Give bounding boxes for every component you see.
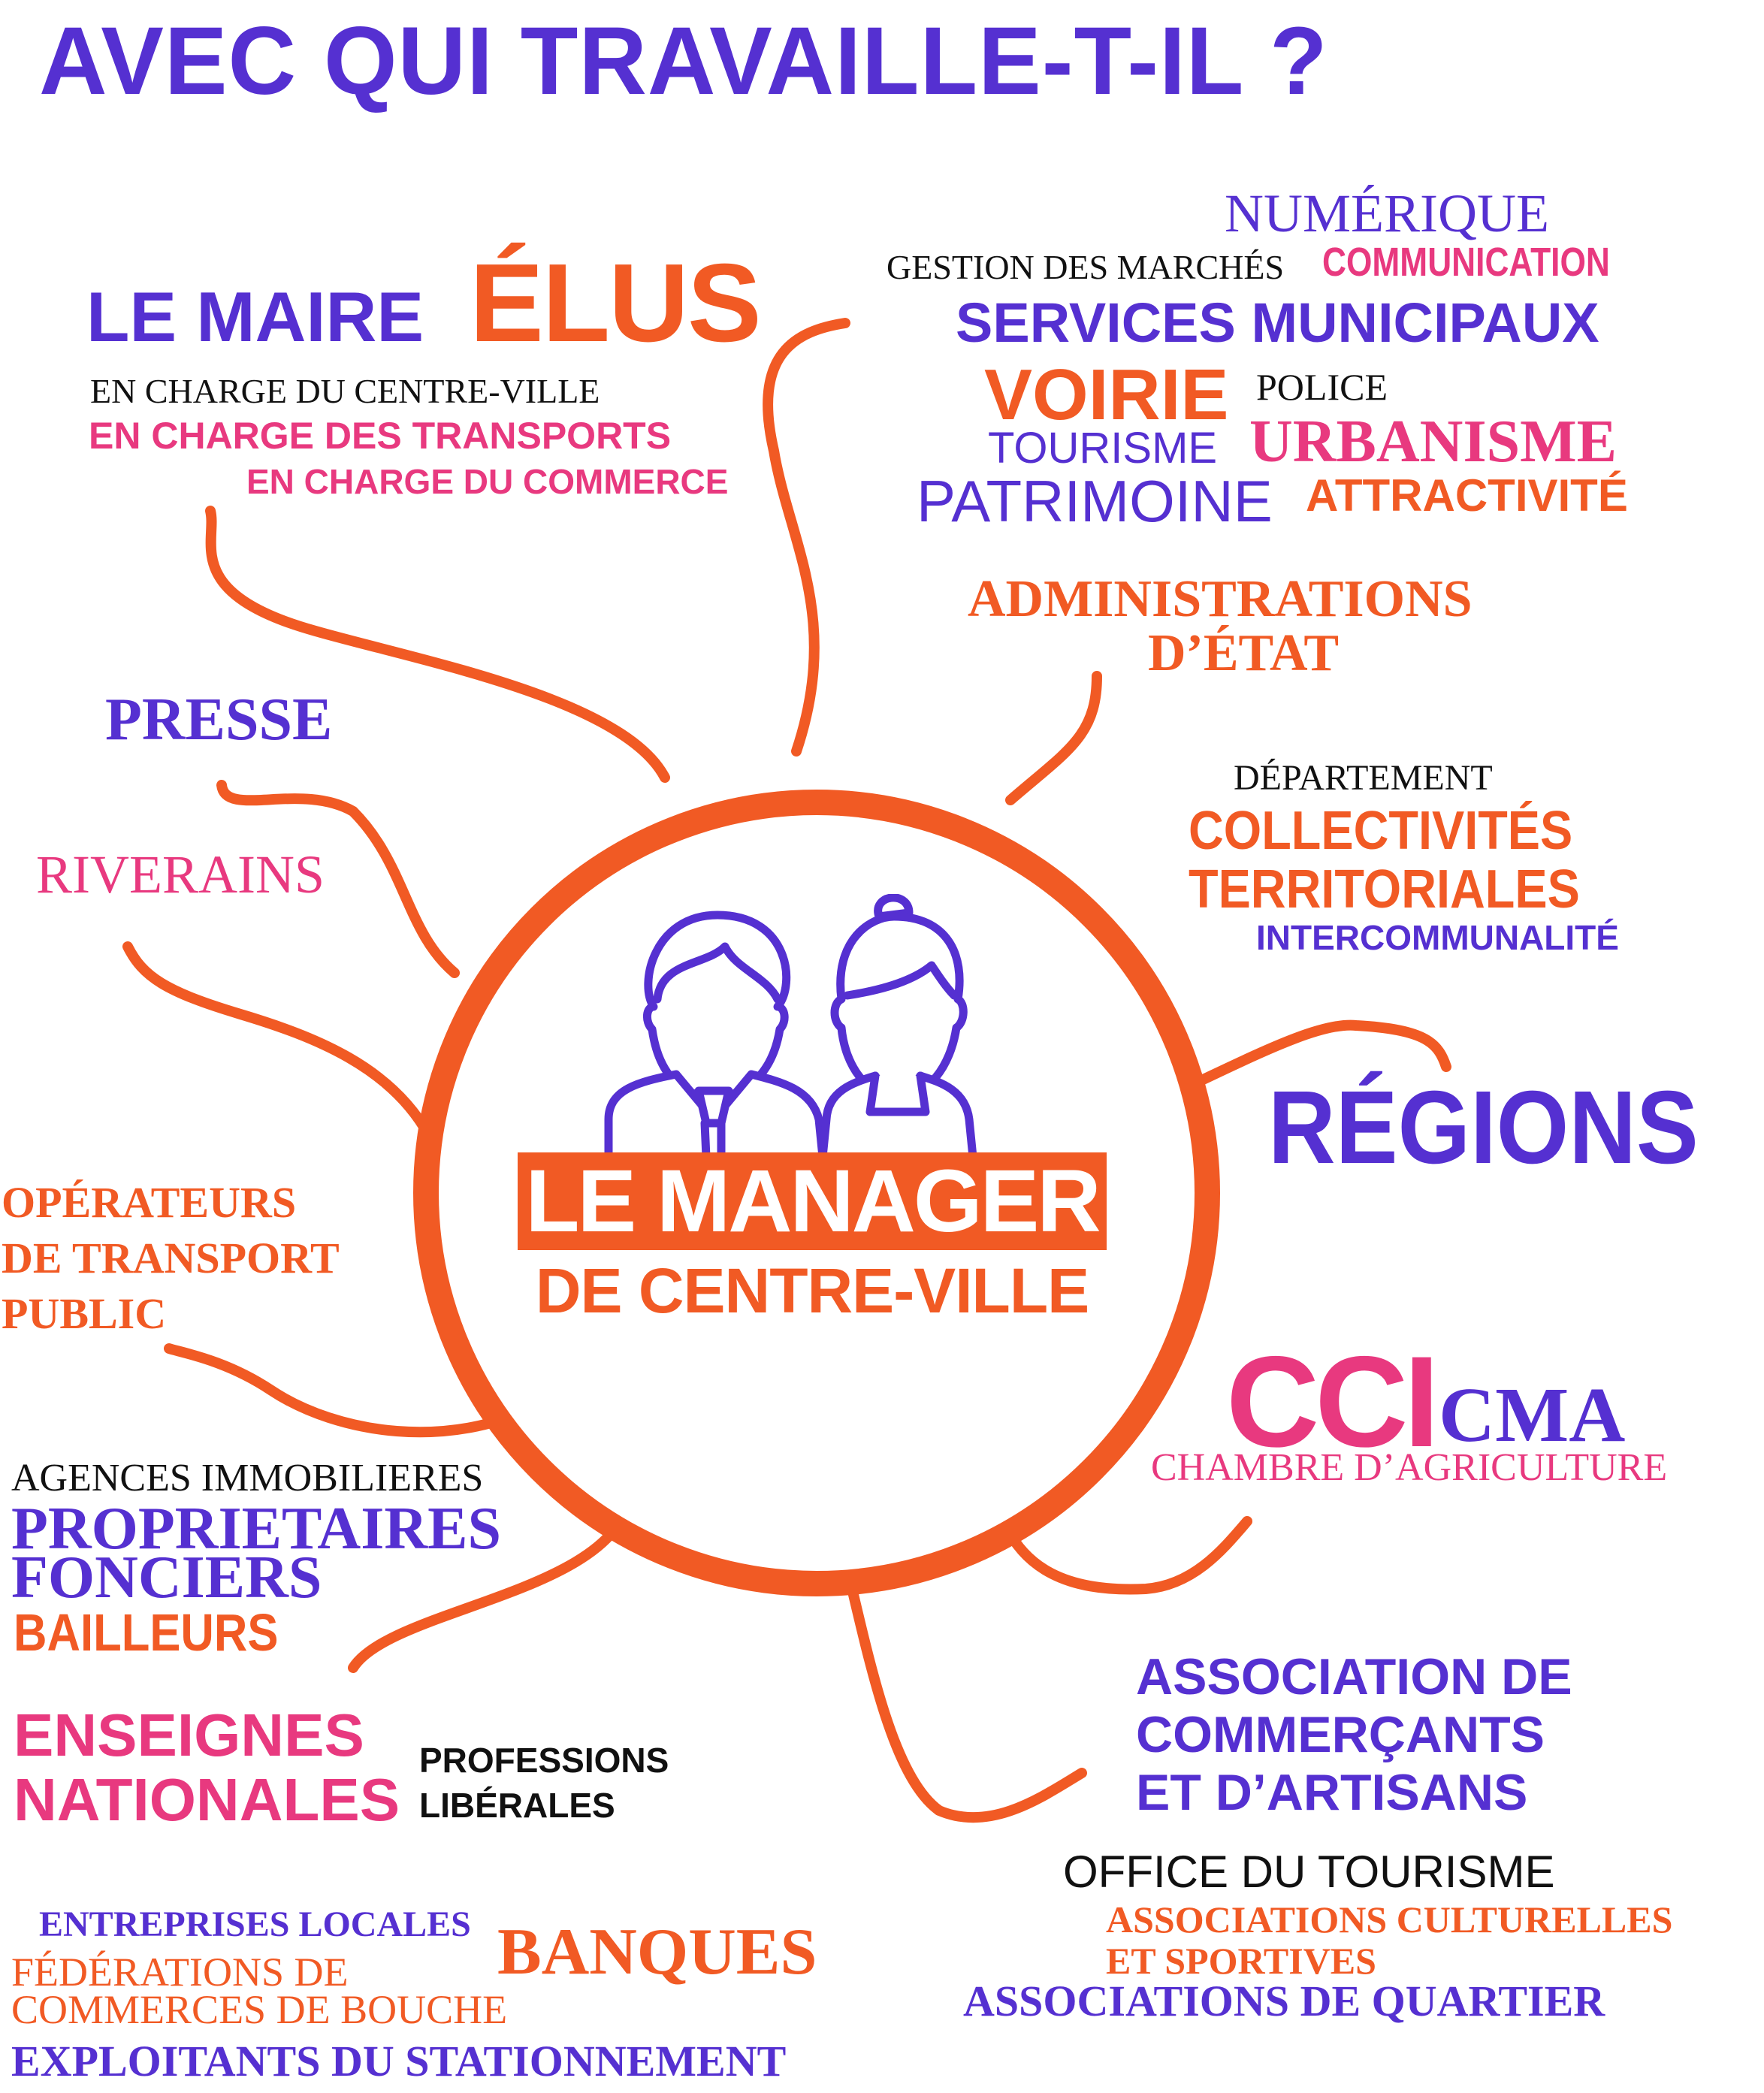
professions-label-2: LIBÉRALES [419, 1786, 615, 1825]
commerces-bouche-label: COMMERCES DE BOUCHE [11, 1987, 508, 2032]
police-label: POLICE [1256, 366, 1388, 408]
services-municipaux-label: SERVICES MUNICIPAUX [956, 291, 1599, 354]
connector-presse [216, 780, 460, 978]
connector-elus [205, 506, 670, 783]
cci-label: CCI [1226, 1330, 1439, 1474]
cma-label: CMA [1439, 1372, 1626, 1458]
office-tourisme-label: OFFICE DU TOURISME [1063, 1847, 1555, 1897]
connector-regions [1193, 1019, 1451, 1087]
intercommunalite-label: INTERCOMMUNALITÉ [1256, 918, 1619, 957]
connector-services [763, 318, 850, 757]
collectivites-label-1: COLLECTIVITÉS [1189, 801, 1573, 861]
fonciers-label: FONCIERS [11, 1545, 322, 1611]
proprietaires-label: PROPRIETAIRES [11, 1496, 501, 1562]
operateurs-label-2: DE TRANSPORT [2, 1234, 340, 1282]
association-commercants-label-3: ET D’ARTISANS [1136, 1764, 1528, 1821]
gestion-marches-label: GESTION DES MARCHÉS [887, 248, 1285, 286]
administrations-label-1: ADMINISTRATIONS [968, 570, 1473, 628]
connector-riverains [122, 941, 433, 1140]
operateurs-label-1: OPÉRATEURS [2, 1178, 297, 1227]
banques-label: BANQUES [497, 1916, 817, 1989]
exploitants-stationnement-label: EXPLOITANTS DU STATIONNEMENT [11, 2037, 787, 2085]
communication-label: COMMUNICATION [1322, 240, 1610, 285]
connector-operateurs [164, 1343, 542, 1438]
professions-label-1: PROFESSIONS [419, 1741, 669, 1780]
operateurs-label-3: PUBLIC [2, 1289, 167, 1338]
people-icon [604, 894, 977, 1161]
administrations-label-2: D’ÉTAT [1148, 624, 1340, 682]
urbanisme-label: URBANISME [1249, 409, 1617, 475]
association-commercants-label-1: ASSOCIATION DE [1136, 1648, 1572, 1705]
departement-label: DÉPARTEMENT [1234, 758, 1493, 798]
regions-label: RÉGIONS [1268, 1070, 1699, 1185]
associations-quartier-label: ASSOCIATIONS DE QUARTIER [963, 1977, 1605, 2025]
voirie-label: VOIRIE [984, 355, 1229, 435]
association-commercants-label-2: COMMERÇANTS [1136, 1706, 1545, 1763]
center-title-badge [518, 1152, 1107, 1250]
patrimoine-label: PATRIMOINE [917, 468, 1273, 534]
collectivites-label-2: TERRITORIALES [1189, 859, 1580, 920]
en-charge-commerce-label: EN CHARGE DU COMMERCE [246, 462, 729, 501]
center-title: LE MANAGER [525, 1152, 1101, 1251]
tourisme-label: TOURISME [988, 424, 1218, 473]
en-charge-centre-ville-label: EN CHARGE DU CENTRE-VILLE [90, 372, 600, 410]
associations-culturelles-label: ASSOCIATIONS CULTURELLES [1106, 1898, 1673, 1940]
riverains-label: RIVERAINS [36, 844, 325, 905]
et-sportives-label: ET SPORTIVES [1106, 1940, 1376, 1982]
bailleurs-label: BAILLEURS [14, 1603, 279, 1662]
presse-label: PRESSE [105, 687, 333, 753]
agences-immobilieres-label: AGENCES IMMOBILIERES [11, 1457, 484, 1500]
elus-label: ÉLUS [470, 241, 762, 365]
federations-label: FÉDÉRATIONS DE [11, 1950, 349, 1995]
connector-administrations [1005, 671, 1102, 805]
page-title: AVEC QUI TRAVAILLE-T-IL ? [39, 8, 1328, 115]
le-maire-label: LE MAIRE [86, 277, 424, 356]
entreprises-locales-label: ENTREPRISES LOCALES [39, 1904, 471, 1944]
connector-associations [829, 1509, 1087, 1823]
en-charge-transports-label: EN CHARGE DES TRANSPORTS [89, 415, 672, 457]
enseignes-label-1: ENSEIGNES [14, 1702, 364, 1768]
enseignes-label-2: NATIONALES [14, 1766, 400, 1833]
numerique-label: NUMÉRIQUE [1225, 183, 1549, 243]
center-subtitle: DE CENTRE-VILLE [535, 1255, 1089, 1326]
attractivite-label: ATTRACTIVITÉ [1306, 470, 1628, 521]
chambre-agriculture-label: CHAMBRE D’AGRICULTURE [1151, 1446, 1668, 1489]
